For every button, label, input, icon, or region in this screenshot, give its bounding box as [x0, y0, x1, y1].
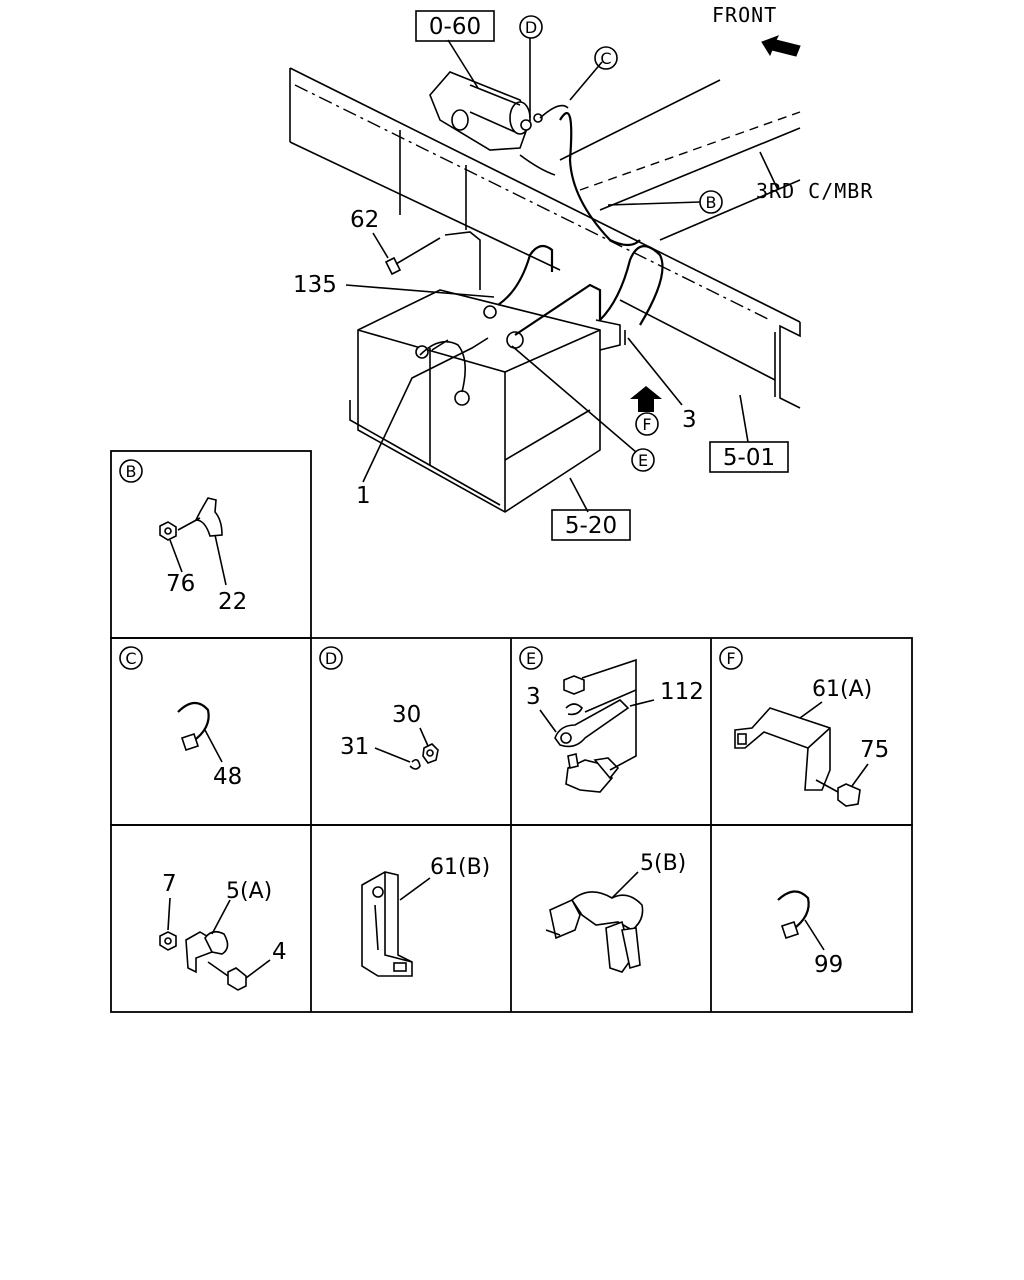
part-1-label: 1 — [356, 483, 371, 509]
callout-c: C — [594, 46, 618, 70]
svg-text:E: E — [638, 451, 648, 470]
ref-box-5-20: 5-20 — [551, 509, 631, 541]
svg-text:61(A): 61(A) — [812, 677, 872, 702]
cross-member: 3RD C/MBR — [559, 79, 873, 241]
callout-e: E — [631, 448, 655, 472]
starter-motor — [429, 71, 543, 151]
svg-text:B: B — [126, 462, 137, 481]
detail-h: 61(B) — [361, 855, 490, 977]
main-view: FRONT 3RD C/MBR — [289, 3, 873, 541]
svg-text:D: D — [325, 649, 337, 668]
svg-text:5-01: 5-01 — [723, 445, 775, 471]
svg-text:31: 31 — [340, 734, 369, 760]
battery — [349, 289, 601, 513]
svg-text:E: E — [526, 649, 536, 668]
svg-text:61(B): 61(B) — [430, 855, 490, 880]
svg-text:B: B — [706, 193, 717, 212]
front-label: FRONT — [712, 3, 777, 27]
svg-text:75: 75 — [860, 737, 889, 763]
svg-text:C: C — [125, 649, 136, 668]
ref-box-5-01: 5-01 — [709, 441, 789, 473]
svg-text:F: F — [726, 649, 735, 668]
part-62-label: 62 — [350, 207, 379, 233]
svg-text:F: F — [642, 415, 651, 434]
detail-grid — [110, 450, 913, 1013]
callout-b: B — [699, 190, 723, 214]
bolt-62 — [384, 237, 441, 276]
detail-g: 7 5(A) 4 — [159, 871, 287, 991]
battery-bracket — [444, 231, 626, 351]
svg-text:112: 112 — [660, 679, 704, 705]
detail-j: 99 — [777, 890, 843, 978]
detail-b: B 76 22 — [119, 459, 247, 615]
view-arrow-icon — [630, 386, 662, 412]
frame-label: 3RD C/MBR — [756, 179, 873, 203]
svg-text:C: C — [600, 49, 611, 68]
front-arrow-icon — [761, 35, 801, 57]
ref-box-0-60: 0-60 — [415, 10, 495, 42]
svg-text:4: 4 — [272, 939, 287, 965]
part-3-label: 3 — [682, 407, 697, 433]
detail-i: 5(B) — [545, 851, 686, 973]
svg-text:30: 30 — [392, 702, 421, 728]
battery-cables — [497, 104, 664, 336]
svg-text:5(B): 5(B) — [640, 851, 686, 876]
svg-text:3: 3 — [526, 684, 541, 710]
detail-e: E 3 112 — [519, 646, 704, 793]
svg-text:5(A): 5(A) — [226, 879, 272, 904]
svg-text:22: 22 — [218, 589, 247, 615]
detail-d: D 30 31 — [319, 646, 439, 770]
detail-c: C 48 — [119, 646, 242, 790]
svg-text:0-60: 0-60 — [429, 14, 481, 40]
svg-text:D: D — [525, 18, 537, 37]
callout-f: F — [635, 412, 659, 436]
svg-text:7: 7 — [162, 871, 177, 897]
svg-text:99: 99 — [814, 952, 843, 978]
part-135-label: 135 — [293, 272, 337, 298]
callout-d: D — [519, 15, 543, 39]
svg-text:48: 48 — [213, 764, 242, 790]
detail-f: F 61(A) 75 — [719, 646, 889, 807]
svg-text:5-20: 5-20 — [565, 513, 617, 539]
svg-text:76: 76 — [166, 571, 195, 597]
